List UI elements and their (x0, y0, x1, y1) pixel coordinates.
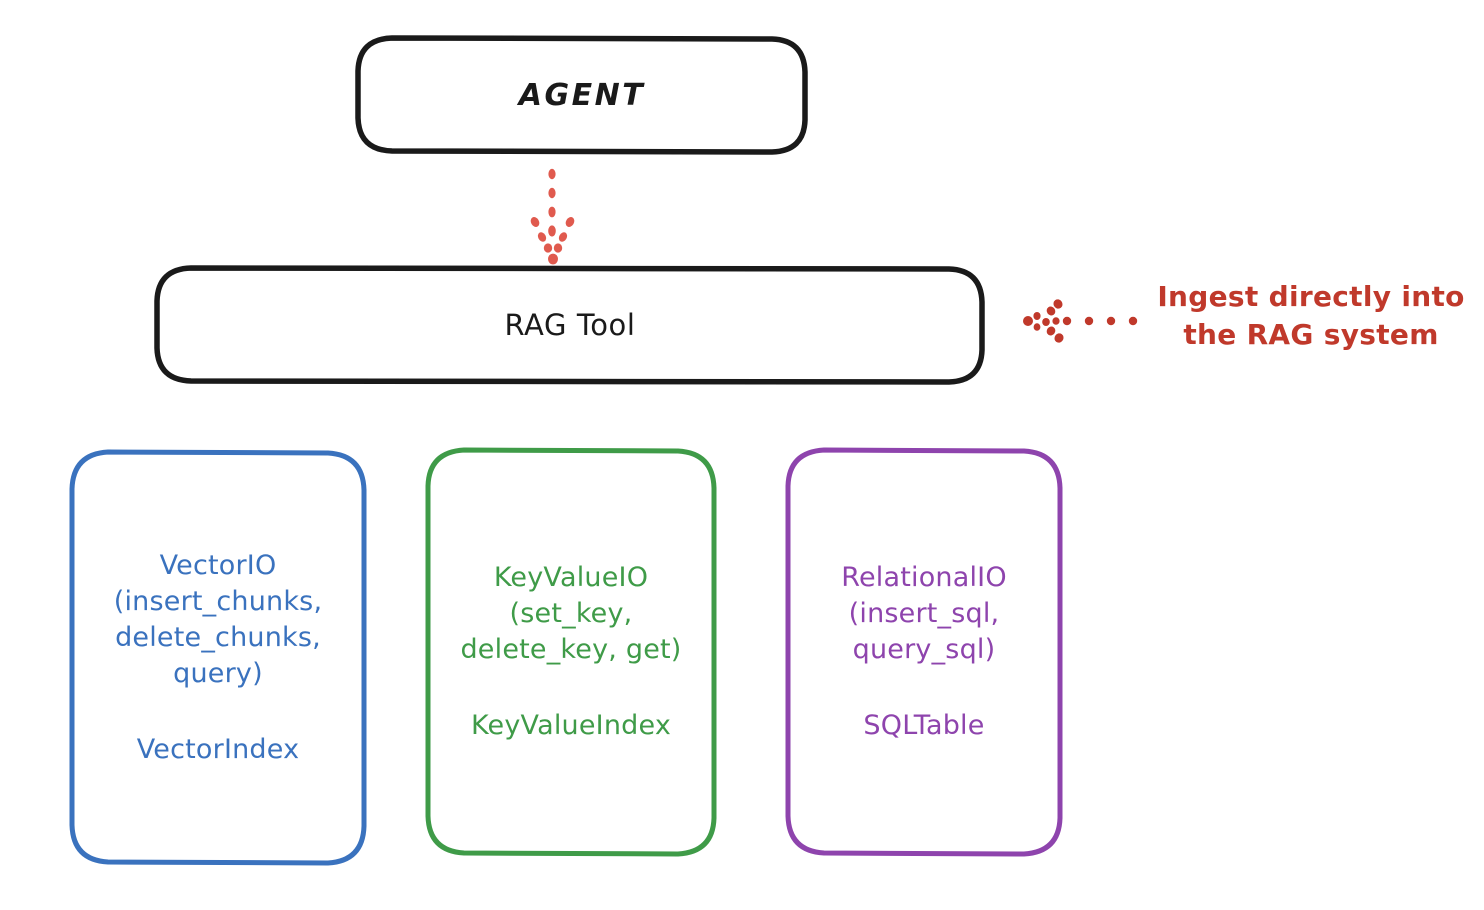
vector-io-box[interactable] (69, 449, 367, 866)
agent-to-rag-tool-arrow (530, 168, 575, 265)
ingest-annotation-arrow (1023, 299, 1138, 343)
rag-tool-box[interactable] (154, 265, 985, 385)
relational-io-box[interactable] (785, 447, 1063, 857)
key-value-io-box[interactable] (425, 447, 717, 857)
agent-box[interactable] (355, 35, 808, 155)
